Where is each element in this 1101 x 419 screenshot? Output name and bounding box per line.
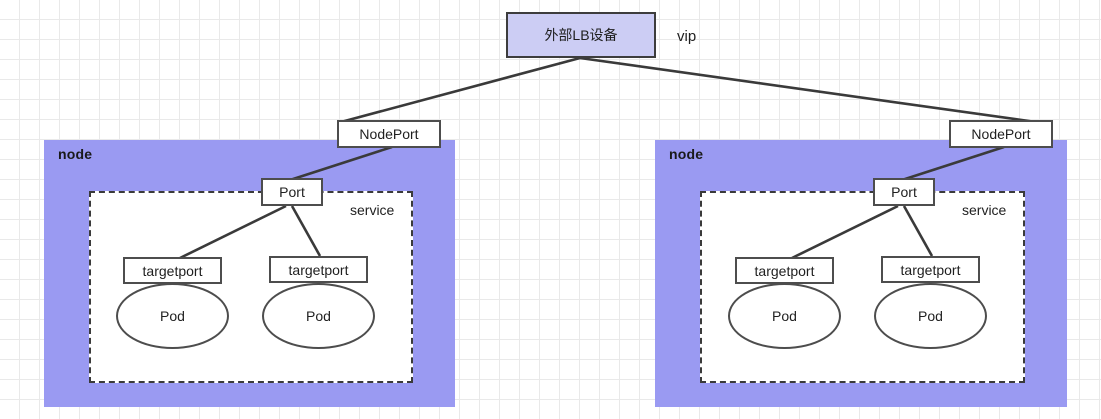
- edge-lb-to-right-nodeport: [579, 56, 1051, 126]
- vip-label: vip: [677, 28, 697, 45]
- targetport-box-right-2[interactable]: targetport: [881, 256, 980, 283]
- port-box-right[interactable]: Port: [873, 178, 935, 206]
- edge-lb-to-left-nodeport: [340, 56, 581, 124]
- pod-right-2[interactable]: Pod: [874, 283, 987, 349]
- nodeport-box-left[interactable]: NodePort: [337, 120, 441, 148]
- service-label-right: service: [962, 202, 1007, 218]
- external-lb-box[interactable]: 外部LB设备: [506, 12, 656, 58]
- service-region-right: [700, 191, 1025, 383]
- node-label-left: node: [58, 146, 93, 162]
- node-label-right: node: [669, 146, 704, 162]
- port-box-left[interactable]: Port: [261, 178, 323, 206]
- targetport-box-left-2[interactable]: targetport: [269, 256, 368, 283]
- pod-left-1[interactable]: Pod: [116, 283, 229, 349]
- targetport-box-right-1[interactable]: targetport: [735, 257, 834, 284]
- service-region-left: [89, 191, 413, 383]
- nodeport-box-right[interactable]: NodePort: [949, 120, 1053, 148]
- targetport-box-left-1[interactable]: targetport: [123, 257, 222, 284]
- service-label-left: service: [350, 202, 395, 218]
- pod-right-1[interactable]: Pod: [728, 283, 841, 349]
- pod-left-2[interactable]: Pod: [262, 283, 375, 349]
